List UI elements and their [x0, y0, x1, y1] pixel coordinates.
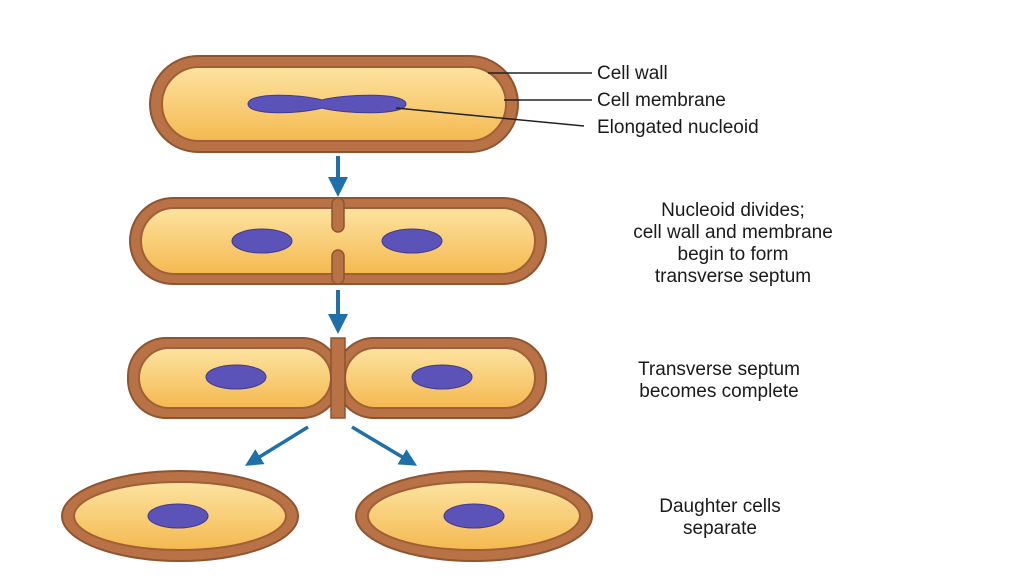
arrow-to-right-daughter [351, 425, 418, 466]
nucleoid-right [381, 228, 443, 254]
septum-bottom [331, 249, 345, 285]
leader-elongated-nucleoid [395, 107, 585, 127]
label-elongated-nucleoid: Elongated nucleoid [597, 117, 759, 138]
nucleoid [147, 503, 209, 529]
label-cell-membrane: Cell membrane [597, 90, 726, 111]
label-stage2: Nucleoid divides; cell wall and membrane… [548, 200, 918, 288]
nucleoid [443, 503, 505, 529]
label-stage4: Daughter cells separate [590, 496, 850, 540]
label-stage2-line2: cell wall and membrane [633, 222, 833, 243]
nucleoid-left [205, 364, 267, 390]
label-stage3-line2: becomes complete [639, 381, 799, 402]
cell-stage-2 [129, 197, 547, 285]
label-cell-wall: Cell wall [597, 63, 668, 84]
label-stage4-line2: separate [683, 518, 757, 539]
label-stage2-line4: transverse septum [654, 266, 812, 287]
elongated-nucleoid [247, 94, 407, 114]
arrow-to-left-daughter [245, 425, 309, 466]
label-stage4-line1: Daughter cells [659, 496, 781, 517]
label-stage2-line1: Nucleoid divides; [661, 200, 805, 221]
septum-top [331, 197, 345, 233]
daughter-cell-left [61, 470, 299, 562]
nucleoid-left [231, 228, 293, 254]
cell-stage-3 [127, 337, 547, 419]
nucleoid-right [411, 364, 473, 390]
label-stage2-line3: begin to form [677, 244, 789, 265]
septum-complete [330, 337, 346, 419]
cell-stage-1 [149, 55, 519, 153]
label-stage3-line1: Transverse septum [638, 359, 800, 380]
label-stage3: Transverse septum becomes complete [560, 359, 878, 403]
daughter-cell-right [355, 470, 593, 562]
